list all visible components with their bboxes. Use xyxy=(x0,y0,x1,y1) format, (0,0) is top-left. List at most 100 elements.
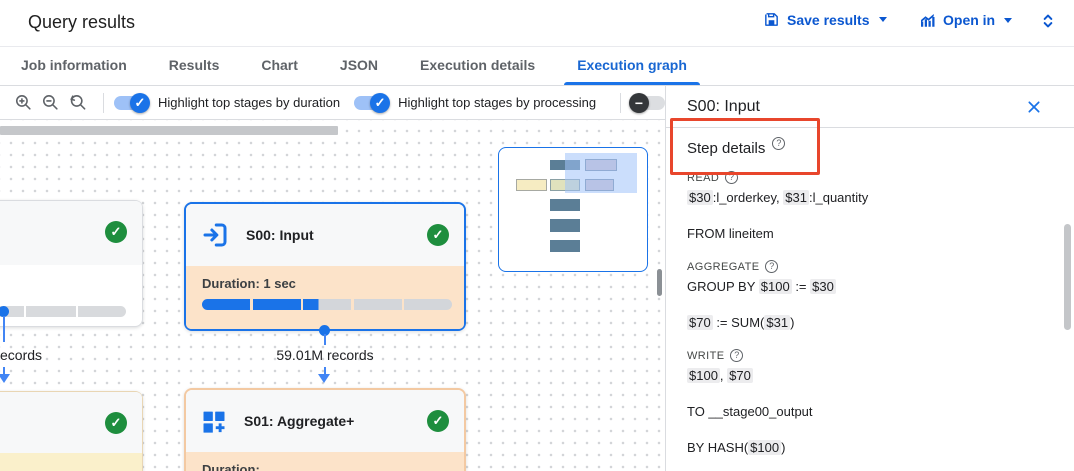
duration-label: Duration: 1 sec xyxy=(202,276,296,291)
help-icon[interactable]: ? xyxy=(725,171,739,184)
register-chip: $31 xyxy=(783,190,809,205)
tab-execution-details[interactable]: Execution details xyxy=(420,57,536,73)
stage-details-panel: S00: Input Step details ? READ? $30:l_ord… xyxy=(665,86,1074,471)
stage-node-header: ✓ xyxy=(0,392,142,453)
stage-processing-section xyxy=(0,453,142,471)
graph-vertical-scrollbar[interactable] xyxy=(657,269,662,296)
step-detail-block: AGGREGATE? GROUP BY $100 := $30 xyxy=(687,260,1050,297)
edge-line xyxy=(3,316,5,342)
aggregate-stage-icon xyxy=(200,407,228,435)
step-detail-line: $100, $70 xyxy=(687,368,753,383)
unfold-icon[interactable] xyxy=(1038,10,1058,32)
toolbar-divider xyxy=(620,92,622,113)
tab-results[interactable]: Results xyxy=(168,57,220,73)
stage-duration-section: Duration: xyxy=(186,452,464,471)
step-detail-line: GROUP BY $100 := $30 xyxy=(687,279,836,294)
execution-graph-canvas[interactable]: ✓ S00: Input ✓ Duration: 1 sec xyxy=(0,120,665,471)
step-detail-line: TO __stage00_output xyxy=(687,404,813,419)
toggle-minus-icon: − xyxy=(629,92,650,113)
tab-job-information[interactable]: Job information xyxy=(21,57,127,73)
graph-toolbar: ✓ Highlight top stages by duration ✓ Hig… xyxy=(0,86,665,120)
help-icon[interactable]: ? xyxy=(772,137,786,150)
minimap-viewport[interactable] xyxy=(565,153,637,193)
edge-arrow-icon xyxy=(0,374,10,383)
minimap-stage-rect xyxy=(516,179,547,191)
open-in-button[interactable]: Open in xyxy=(918,11,1013,29)
step-section-label: READ? xyxy=(687,171,1050,184)
toggle-highlight-duration[interactable]: ✓ xyxy=(113,92,150,113)
step-section-label: AGGREGATE? xyxy=(687,260,1050,273)
register-chip: $30 xyxy=(810,279,836,294)
page-title: Query results xyxy=(28,12,136,32)
duration-bar xyxy=(202,299,452,310)
step-detail-block: WRITE? $100, $70 xyxy=(687,349,1050,386)
minimap-stage-rect xyxy=(550,240,580,252)
step-detail-line: $30:l_orderkey, $31:l_quantity xyxy=(687,190,869,205)
step-detail-block: TO __stage00_output xyxy=(687,402,1050,422)
edge-arrow-icon xyxy=(318,374,330,383)
results-tabbar: Job information Results Chart JSON Execu… xyxy=(0,47,1074,86)
success-check-icon: ✓ xyxy=(105,412,127,434)
duration-bar xyxy=(0,306,126,317)
minimap-stage-rect xyxy=(550,219,580,232)
stage-node-s01[interactable]: S01: Aggregate+ ✓ Duration: xyxy=(184,388,466,471)
edge-dot xyxy=(319,325,330,336)
step-detail-block: FROM lineitem xyxy=(687,224,1050,244)
step-detail-block: $70 := SUM($31) xyxy=(687,313,1050,333)
save-icon xyxy=(763,11,780,28)
duration-bar-segment xyxy=(202,299,250,310)
edge-line xyxy=(324,367,326,374)
dropdown-caret-icon xyxy=(878,17,887,22)
tab-json[interactable]: JSON xyxy=(339,57,379,73)
step-section-label: WRITE? xyxy=(687,349,1050,362)
edge-records-label-left: ecords xyxy=(0,347,43,363)
graph-minimap[interactable] xyxy=(498,147,648,272)
horizontal-scrollbar[interactable] xyxy=(0,126,338,135)
toolbar-divider xyxy=(103,92,104,113)
dropdown-caret-icon xyxy=(1004,17,1013,23)
zoom-in-icon[interactable] xyxy=(12,90,35,116)
stage-title: S01: Aggregate+ xyxy=(244,413,355,429)
zoom-reset-icon[interactable] xyxy=(66,90,89,116)
toggle-dark-off[interactable]: − xyxy=(629,92,665,113)
duration-label: Duration: xyxy=(202,462,260,471)
stage-title: S00: Input xyxy=(246,227,314,243)
duration-bar-segment xyxy=(353,299,402,310)
duration-bar-segment xyxy=(303,299,351,310)
stage-node-left-bottom[interactable]: ✓ xyxy=(0,391,143,471)
tab-chart[interactable]: Chart xyxy=(261,57,298,73)
register-chip: $70 xyxy=(687,315,713,330)
save-results-button[interactable]: Save results xyxy=(763,11,887,28)
panel-title: S00: Input xyxy=(687,97,760,115)
duration-bar-segment xyxy=(26,306,76,317)
help-icon[interactable]: ? xyxy=(730,349,744,362)
stage-duration-section: Duration: 1 sec xyxy=(186,266,464,329)
stage-node-header: S00: Input ✓ xyxy=(186,204,464,266)
success-check-icon: ✓ xyxy=(427,410,449,432)
panel-header: S00: Input xyxy=(666,86,1074,128)
edge-records-label: 59.01M records xyxy=(276,347,374,363)
duration-bar-segment xyxy=(0,306,24,317)
input-stage-icon xyxy=(200,220,230,250)
toggle-check-icon: ✓ xyxy=(370,92,391,113)
edge-dot xyxy=(0,306,9,317)
stage-node-s00[interactable]: S00: Input ✓ Duration: 1 sec xyxy=(184,202,466,331)
help-icon[interactable]: ? xyxy=(765,260,779,273)
results-header: Query results Save results xyxy=(0,0,1074,47)
zoom-out-icon[interactable] xyxy=(39,90,62,116)
panel-vertical-scrollbar[interactable] xyxy=(1064,224,1071,330)
step-details-heading: Step details ? xyxy=(687,137,1050,157)
toggle-highlight-processing[interactable]: ✓ xyxy=(354,92,391,113)
stage-node-header: S01: Aggregate+ ✓ xyxy=(186,390,464,452)
register-chip: $30 xyxy=(687,190,713,205)
stage-node-left[interactable]: ✓ xyxy=(0,200,143,327)
step-detail-block: READ? $30:l_orderkey, $31:l_quantity xyxy=(687,171,1050,208)
edge-line xyxy=(324,334,326,345)
duration-bar-segment xyxy=(404,299,452,310)
edge-line xyxy=(3,367,5,374)
tab-execution-graph[interactable]: Execution graph xyxy=(556,47,708,85)
close-icon[interactable] xyxy=(1026,99,1042,115)
success-check-icon: ✓ xyxy=(105,221,127,243)
